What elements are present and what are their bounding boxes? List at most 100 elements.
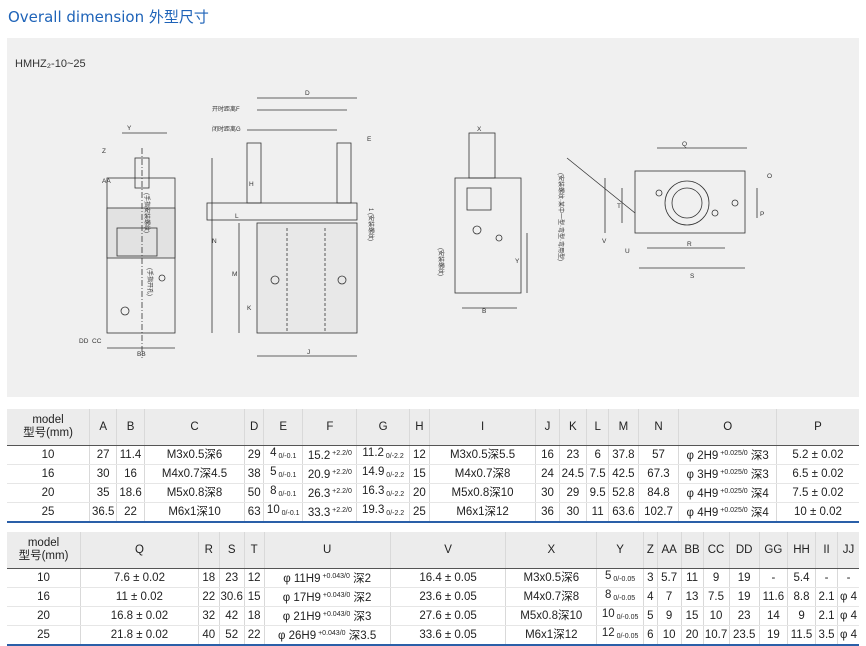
col-header-z: Z xyxy=(643,532,658,569)
cell-b: 22 xyxy=(116,502,145,523)
dim-label-n: N xyxy=(212,238,217,245)
cell-y: 12 0/-0.05 xyxy=(596,625,644,646)
cell-q: 21.8 ± 0.02 xyxy=(80,625,199,646)
technical-drawing-panel: HMHZ₂-10~25 xyxy=(7,38,859,397)
col-header-ii: II xyxy=(815,532,838,569)
cell-hh: 9 xyxy=(786,606,816,626)
dim-label-b: B xyxy=(482,308,486,315)
col-header-g: G xyxy=(356,409,410,446)
cell-bb: 11 xyxy=(680,568,703,588)
cell-b: 11.4 xyxy=(116,445,145,465)
col-header-m: M xyxy=(608,409,639,446)
cell-cc: 7.5 xyxy=(702,587,730,607)
cell-g: 16.3 0/-2.2 xyxy=(356,483,410,503)
cell-u: φ 26H9 +0.043/0 深3.5 xyxy=(263,625,391,646)
cell-f: 20.9 +2.2/0 xyxy=(302,464,357,484)
cell-o: φ 3H9 +0.025/0 深3 xyxy=(678,464,777,484)
cell-f: 15.2 +2.2/0 xyxy=(302,445,357,465)
cell-u: φ 11H9 +0.043/0 深2 xyxy=(263,568,391,588)
cell-e: 8 0/-0.1 xyxy=(263,483,303,503)
dim-label-k: K xyxy=(247,305,252,312)
col-header-v: V xyxy=(389,532,506,569)
dim-label-dd: DD xyxy=(79,338,89,345)
col-header-k: K xyxy=(558,409,587,446)
cell-c: M4x0.7深4.5 xyxy=(143,464,245,484)
page-title: Overall dimension 外型尺寸 xyxy=(8,8,209,26)
cell-c: M3x0.5深6 xyxy=(143,445,245,465)
cell-q: 11 ± 0.02 xyxy=(80,587,199,607)
dim-label-s: S xyxy=(690,273,695,280)
col-header-hh: HH xyxy=(786,532,816,569)
col-header-d: D xyxy=(244,409,264,446)
cell-o: φ 4H9 +0.025/0 深4 xyxy=(678,502,777,523)
cell-k: 29 xyxy=(558,483,587,503)
cell-model: 20 xyxy=(7,483,90,503)
cell-model: 25 xyxy=(7,625,81,646)
cell-k: 30 xyxy=(558,502,587,523)
cell-k: 24.5 xyxy=(558,464,587,484)
cell-aa: 10 xyxy=(656,625,682,646)
cell-bb: 20 xyxy=(680,625,703,646)
dimension-drawing: Y Z AA BB DD CC D 开时距离F 闭时距离G E H L N M … xyxy=(79,90,772,358)
cell-a: 30 xyxy=(88,464,117,484)
cell-gg: 19 xyxy=(758,625,788,646)
cell-j: 24 xyxy=(535,464,560,484)
col-header-u: U xyxy=(263,532,391,569)
note-finger-mount: (手指安装螺纹) xyxy=(143,193,151,233)
cell-h: 15 xyxy=(408,464,430,484)
cell-a: 27 xyxy=(88,445,117,465)
dim-label-p: P xyxy=(760,211,764,218)
cell-d: 29 xyxy=(244,445,264,465)
cell-p: 6.5 ± 0.02 xyxy=(775,464,859,484)
cell-cc: 10.7 xyxy=(702,625,730,646)
cell-v: 33.6 ± 0.05 xyxy=(389,625,506,646)
cell-l: 11 xyxy=(586,502,609,523)
dim-label-h: H xyxy=(249,181,254,188)
cell-v: 27.6 ± 0.05 xyxy=(389,606,506,626)
dim-label-d: D xyxy=(305,90,310,97)
cell-o: φ 4H9 +0.025/0 深4 xyxy=(678,483,777,503)
cell-g: 14.9 0/-2.2 xyxy=(356,464,410,484)
dim-label-v: V xyxy=(602,238,607,245)
dim-label-r: R xyxy=(687,241,692,248)
cell-k: 23 xyxy=(558,445,587,465)
cell-d: 38 xyxy=(244,464,264,484)
cell-n: 84.8 xyxy=(637,483,679,503)
cell-h: 25 xyxy=(408,502,430,523)
cell-l: 7.5 xyxy=(586,464,609,484)
dim-label-y: Y xyxy=(127,125,132,132)
note-finger-open: (手指开孔) xyxy=(146,268,154,296)
cell-q: 16.8 ± 0.02 xyxy=(80,606,199,626)
cell-s: 52 xyxy=(218,625,245,646)
cell-s: 42 xyxy=(218,606,245,626)
col-header-aa: AA xyxy=(656,532,682,569)
cell-hh: 8.8 xyxy=(786,587,816,607)
cell-j: 30 xyxy=(535,483,560,503)
cell-aa: 5.7 xyxy=(656,568,682,588)
cell-d: 50 xyxy=(244,483,264,503)
cell-h: 20 xyxy=(408,483,430,503)
cell-j: 16 xyxy=(535,445,560,465)
cell-model: 10 xyxy=(7,445,90,465)
col-header-o: O xyxy=(678,409,777,446)
dim-label-bb: BB xyxy=(137,351,146,358)
col-header-e: E xyxy=(263,409,303,446)
col-header-n: N xyxy=(637,409,679,446)
col-header-y: Y xyxy=(596,532,644,569)
dim-label-t: T xyxy=(617,203,621,210)
cell-m: 52.8 xyxy=(608,483,639,503)
cell-gg: - xyxy=(758,568,788,588)
cell-i: M3x0.5深5.5 xyxy=(428,445,536,465)
cell-r: 40 xyxy=(197,625,220,646)
cell-x: M3x0.5深6 xyxy=(505,568,597,588)
col-header-x: X xyxy=(505,532,597,569)
col-header-f: F xyxy=(302,409,357,446)
note-open-distance: 开时距离F xyxy=(212,105,240,113)
cell-b: 18.6 xyxy=(116,483,145,503)
cell-j: 36 xyxy=(535,502,560,523)
cell-r: 18 xyxy=(197,568,220,588)
